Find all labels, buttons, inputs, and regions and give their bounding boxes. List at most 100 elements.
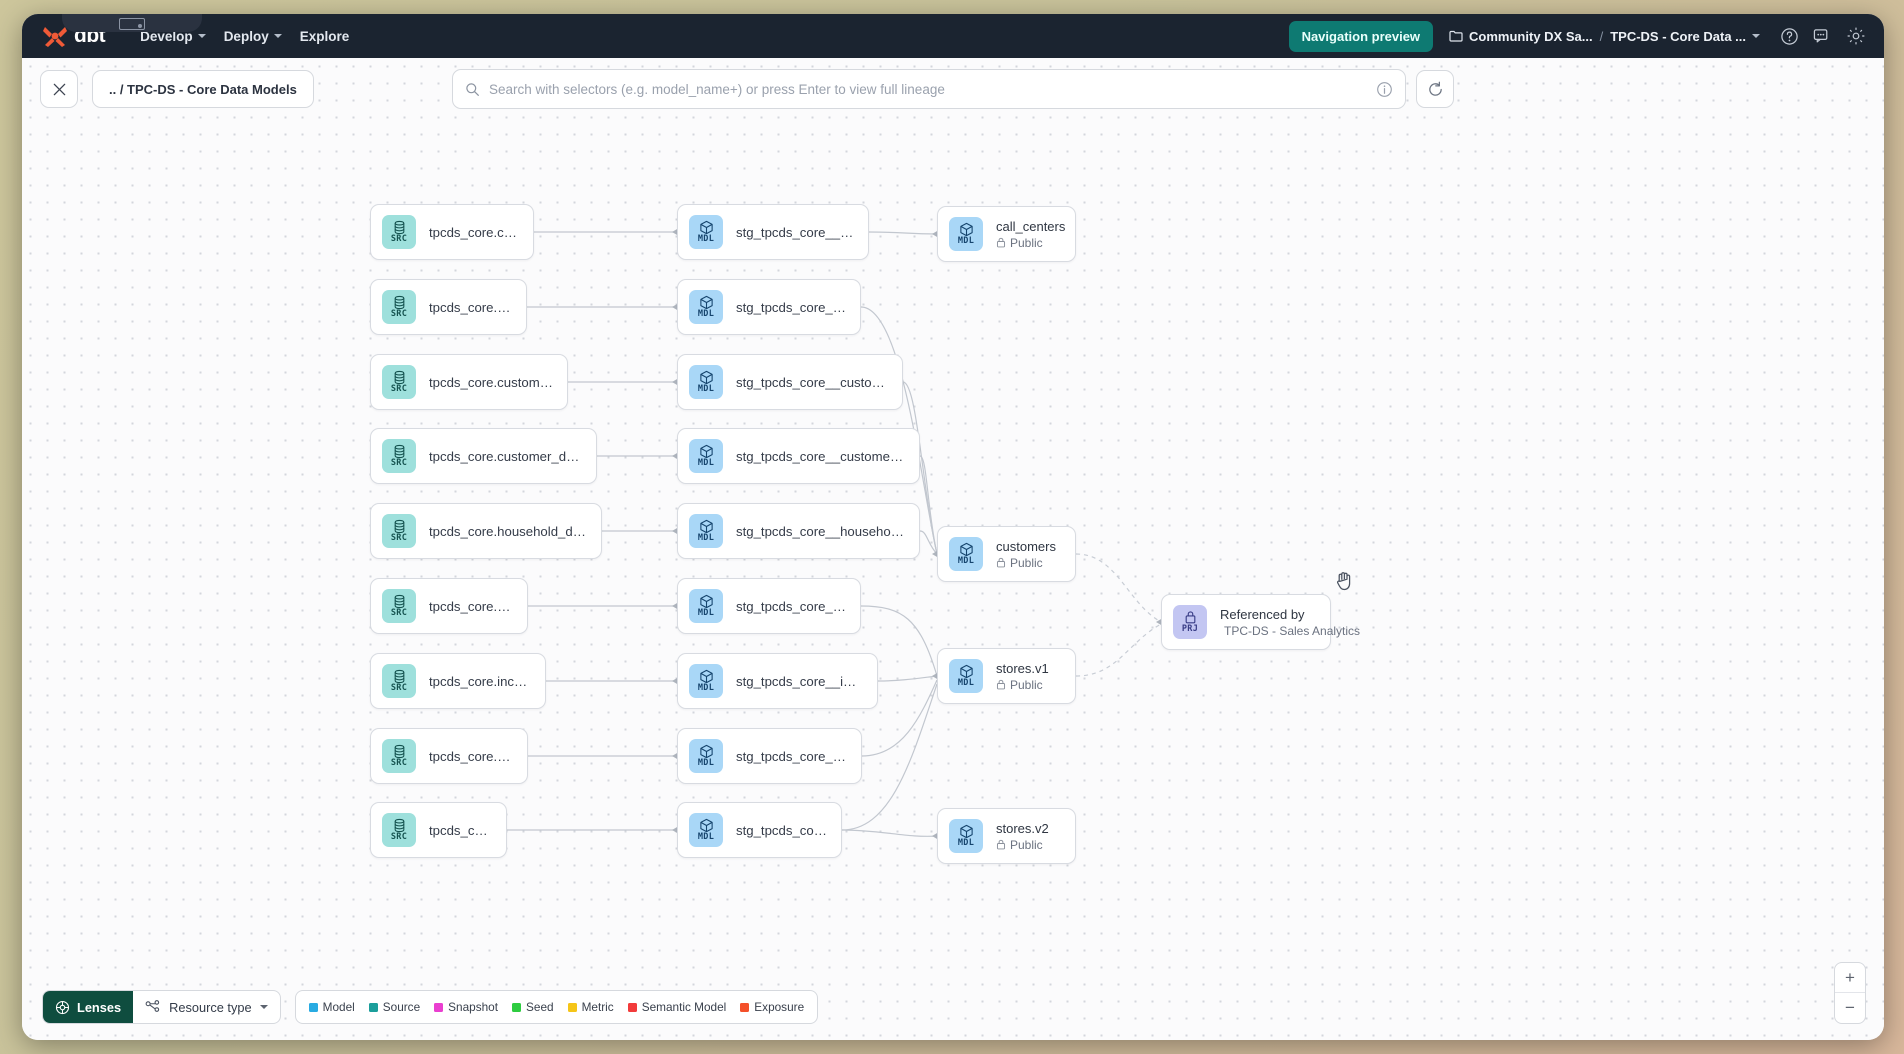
zoom-in-button[interactable]: + (1835, 963, 1865, 993)
node-label: stg_tpcds_core__store (736, 822, 827, 838)
legend-swatch (368, 1002, 378, 1012)
nav-item-develop[interactable]: Develop (131, 23, 215, 50)
lenses-button[interactable]: Lenses (43, 991, 134, 1023)
node-label: stg_tpcds_core__customer (736, 299, 846, 315)
node-badge-mdl: MDL (689, 664, 723, 698)
node-badge-label: SRC (390, 758, 408, 768)
node-access-label: TPC-DS - Sales Analytics (1224, 623, 1361, 638)
node-badge-mdl: MDL (689, 439, 723, 473)
node-label: tpcds_core.store (429, 822, 492, 838)
nav-item-deploy-label: Deploy (223, 28, 269, 44)
node-access: Public (996, 556, 1056, 570)
node-label: stg_tpcds_core__customer_address (736, 374, 888, 390)
node-label: stg_tpcds_core__customer_demogra… (736, 448, 905, 464)
zoom-controls: + − (1834, 962, 1866, 1024)
database-icon (392, 444, 407, 459)
search-input[interactable] (489, 81, 1367, 97)
search-area (452, 69, 1454, 109)
graph-node-model[interactable]: MDL stg_tpcds_core__store (677, 802, 842, 858)
legend-swatch (627, 1002, 637, 1012)
node-badge-mdl: MDL (949, 537, 983, 571)
node-badge-label: SRC (390, 234, 408, 244)
node-badge-src: SRC (382, 589, 416, 623)
node-badge-mdl: MDL (689, 365, 723, 399)
resource-type-dropdown[interactable]: Resource type (133, 991, 280, 1023)
breadcrumb-account[interactable]: Community DX Sa... (1449, 29, 1593, 44)
graph-node-model[interactable]: MDL stg_tpcds_core__customer_address (677, 354, 903, 410)
dbt-x-icon (42, 24, 68, 48)
settings-gear-icon[interactable] (1846, 26, 1866, 46)
legend-swatch (512, 1002, 522, 1012)
node-label: stg_tpcds_core__household_demogr… (736, 523, 905, 539)
node-badge-mdl: MDL (689, 215, 723, 249)
cube-icon (699, 744, 714, 759)
node-badge-src: SRC (382, 365, 416, 399)
node-title: Referenced by (1220, 606, 1305, 622)
graph-node-model[interactable]: MDLstg_tpcds_core__household_demogr… (677, 503, 920, 559)
cube-icon (699, 669, 714, 684)
lenses-label: Lenses (77, 999, 122, 1015)
node-access-label: Public (1010, 837, 1043, 852)
node-badge-label: MDL (697, 758, 715, 768)
close-icon (53, 83, 65, 95)
breadcrumb-path-pill[interactable]: .. / TPC-DS - Core Data Models (92, 70, 314, 108)
node-title: stores.v1 (996, 660, 1049, 676)
node-badge-mdl: MDL (949, 659, 983, 693)
nav-item-deploy[interactable]: Deploy (215, 23, 291, 50)
lineage-canvas[interactable]: SRCtpcds_core.call_centerSRCtpcds_core.c… (22, 58, 1884, 1040)
search-box[interactable] (452, 69, 1406, 109)
refresh-button[interactable] (1416, 70, 1454, 108)
legend-label: Model (322, 1000, 355, 1014)
help-icon[interactable] (1780, 27, 1799, 46)
legend-label: Exposure (754, 1000, 805, 1014)
nav-item-explore[interactable]: Explore (291, 23, 359, 50)
legend-label: Source (382, 1000, 421, 1014)
breadcrumb-project[interactable]: TPC-DS - Core Data ... (1610, 29, 1760, 44)
info-icon[interactable] (1376, 81, 1393, 98)
database-icon (392, 818, 407, 833)
folder-icon (1449, 30, 1463, 42)
node-badge-mdl: MDL (689, 813, 723, 847)
legend-label: Snapshot (448, 1000, 499, 1014)
database-icon (392, 594, 407, 609)
zoom-out-button[interactable]: − (1845, 998, 1855, 1017)
node-title: call_centers (996, 218, 1066, 234)
top-navigation-bar: dbt Develop Deploy Explore Navigation pr… (22, 14, 1884, 58)
breadcrumb-separator: / (1599, 28, 1604, 44)
node-access-label: Public (1010, 235, 1043, 250)
navigation-preview-button[interactable]: Navigation preview (1288, 20, 1434, 52)
feedback-icon[interactable] (1813, 27, 1832, 46)
close-button[interactable] (40, 70, 78, 108)
node-badge-mdl: MDL (949, 217, 983, 251)
node-badge-label: MDL (957, 236, 975, 246)
node-badge-label: SRC (390, 683, 408, 693)
legend-label: Seed (526, 1000, 554, 1014)
graph-node-model[interactable]: MDL stg_tpcds_core__customer_demogra… (677, 428, 920, 484)
node-badge-prj: PRJ (1173, 605, 1207, 639)
node-access-label: Public (1010, 555, 1043, 570)
